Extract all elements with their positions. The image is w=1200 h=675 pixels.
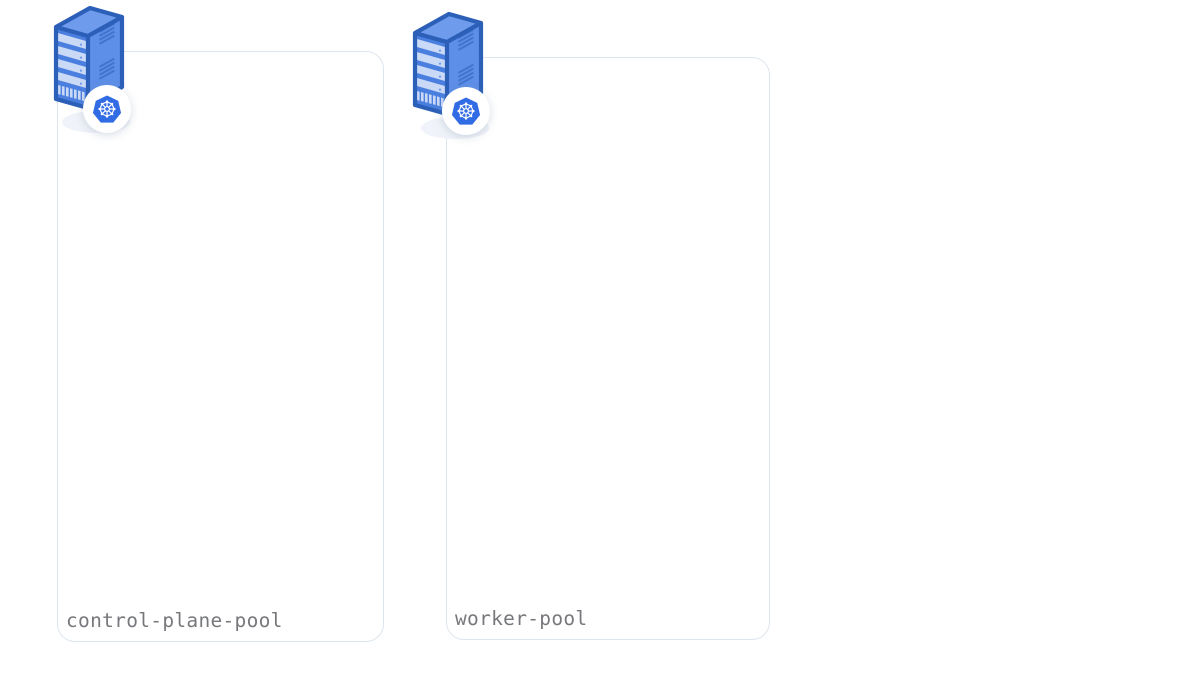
node-emblem-control-plane-pool	[44, 4, 154, 149]
kubernetes-icon	[92, 95, 122, 123]
node-pool-card-worker-pool[interactable]: worker-pool	[446, 57, 770, 640]
node-pool-card-control-plane-pool[interactable]: control-plane-pool	[57, 51, 384, 642]
node-pool-label-control-plane-pool: control-plane-pool	[66, 609, 283, 632]
kubernetes-icon	[451, 97, 481, 125]
kubernetes-badge-control-plane-pool[interactable]	[83, 85, 131, 133]
node-emblem-worker-pool	[403, 10, 513, 155]
kubernetes-badge-worker-pool[interactable]	[442, 87, 490, 135]
node-pool-label-worker-pool: worker-pool	[455, 607, 588, 630]
